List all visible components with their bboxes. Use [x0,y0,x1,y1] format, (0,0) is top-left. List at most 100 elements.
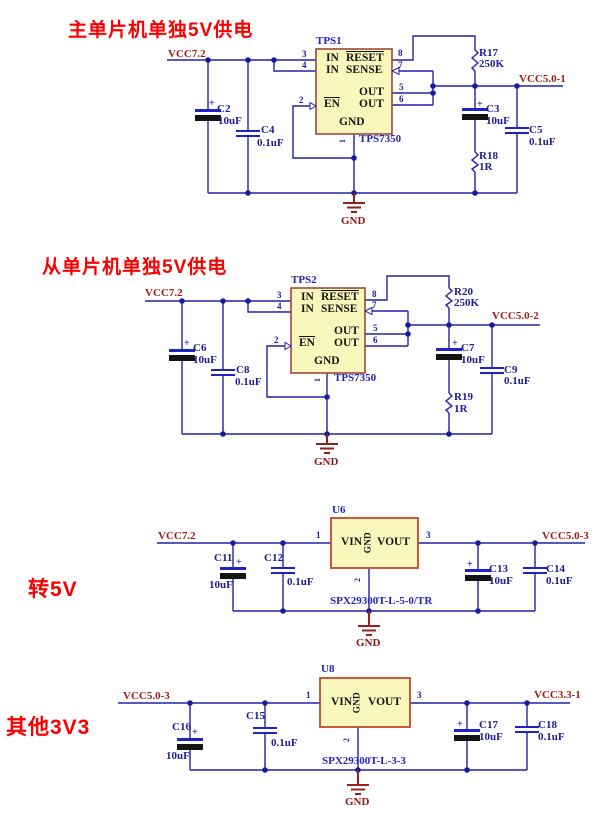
cap-ref-C9: C9 [504,364,518,376]
section1-title: 主单片机单独5V供电 [68,20,254,41]
ic-pin-sense: SENSE [346,64,383,76]
gnd-label-4: GND [345,796,370,808]
capacitor-C11 [220,567,246,579]
capacitor-C18 [515,726,539,733]
capacitor-C3 [462,108,488,120]
ic-pin-out-a: OUT [334,325,359,337]
capacitor-C13 [465,569,491,581]
pin-number-6: 6 [399,94,404,104]
plus-sign-C11: + [236,557,242,568]
gnd-label-2: GND [314,456,339,468]
ic-ref-U6: U6 [332,504,346,516]
resistor-R17 [470,49,480,72]
ic-pin-gnd: GND [314,355,340,367]
ic-pin-vin: VIN [341,536,363,548]
cap-val-C8: 0.1uF [235,376,262,388]
ic-TPS2-box [290,287,366,374]
pin-number-4: 4 [277,301,282,311]
section3-title: 转5V [28,578,78,601]
ic-pin-out-b: OUT [359,98,384,110]
ic-pin-in-a: IN [326,52,339,64]
ic-pin-gnd: GND [339,116,365,128]
res-val-R17: 250K [479,58,505,70]
gnd-label-3: GND [356,637,381,649]
ic-U6-box [330,517,419,569]
capacitor-C4 [236,130,260,137]
resistor-R19 [444,392,454,414]
pin-number-8: 8 [372,289,377,299]
ic-ref-U8: U8 [321,663,335,675]
cap-ref-C13: C13 [489,563,508,575]
capacitor-C9 [480,367,504,374]
cap-val-C6: 10uF [193,354,217,366]
section3-junctions [230,540,538,614]
capacitor-C12 [271,567,295,574]
ic-part-SPX5: SPX29300T-L-5-0/TR [330,595,433,607]
pin-number-2-rotated: 2 [342,738,351,742]
gnd-label-1: GND [341,215,366,227]
cap-ref-C4: C4 [261,124,275,136]
section2-junctions [179,298,495,437]
section2-pin-arrows [284,306,373,351]
cap-val-C14: 0.1uF [546,575,573,587]
capacitor-C6 [169,349,195,361]
plus-sign-C16: + [192,727,198,738]
ic-pin-in-a: IN [301,291,314,303]
cap-ref-C6: C6 [193,342,207,354]
section1-pin-arrows [309,66,400,111]
ground-symbol-2 [316,434,338,454]
capacitor-C14 [523,567,547,574]
cap-ref-C3: C3 [486,103,500,115]
plus-sign-C3: + [477,99,483,110]
pin-number-2-rotated: 2 [353,578,362,582]
cap-ref-C5: C5 [529,124,543,136]
ic-ref-TPS2: TPS2 [291,274,317,286]
cap-ref-C2: C2 [217,103,231,115]
pin-number-1-rotated: 1 [313,378,322,382]
cap-val-C7: 10uF [461,354,485,366]
cap-val-C13: 10uF [489,575,513,587]
res-ref-R20: R20 [454,286,473,298]
capacitor-C7 [436,348,462,360]
cap-ref-C18: C18 [538,719,557,731]
pin-number-1: 1 [306,690,311,700]
ground-symbol-1 [343,193,365,213]
plus-sign-C13: + [467,559,473,570]
ic-pin-out-a: OUT [359,86,384,98]
ic-pin-vout: VOUT [368,696,401,708]
ic-pin-out-b: OUT [334,337,359,349]
plus-sign-C6: + [184,338,190,349]
pin-number-2: 2 [274,335,279,345]
sense-arrow [363,306,373,316]
pin-number-1-rotated: 1 [338,139,347,143]
net-label-vcc5-0-3: VCC5.0-3 [542,530,589,542]
capacitor-C2 [195,109,221,121]
capacitor-C8 [211,369,235,376]
sense-arrow [390,66,400,76]
pin-number-3: 3 [277,290,282,300]
ic-pin-en: EN [299,337,315,349]
net-label-vcc7-2: VCC7.2 [168,48,206,60]
ic-part-TPS7350b: TPS7350 [334,372,377,384]
ic-pin-en: EN [324,98,340,110]
ic-pin-vout: VOUT [377,536,410,548]
pin-number-5: 5 [399,82,404,92]
section4-title: 其他3V3 [6,716,91,739]
section2-cap-plates [169,348,504,376]
net-label-vcc7-2b: VCC7.2 [145,287,183,299]
ic-pin-vin: VIN [331,696,353,708]
pin-number-3: 3 [302,49,307,59]
resistor-R18 [470,151,480,173]
ic-pin-sense: SENSE [321,303,358,315]
section1-cap-plates [195,108,529,137]
cap-val-C16: 10uF [166,750,190,762]
res-val-R20: 250K [454,297,480,309]
section4-cap-plates [177,726,539,750]
ic-pin-in-b: IN [301,303,314,315]
ic-pin-reset: RESET [346,52,384,64]
res-val-R19: 1R [454,403,468,415]
capacitor-C17 [454,729,480,741]
cap-val-C15: 0.1uF [271,737,298,749]
